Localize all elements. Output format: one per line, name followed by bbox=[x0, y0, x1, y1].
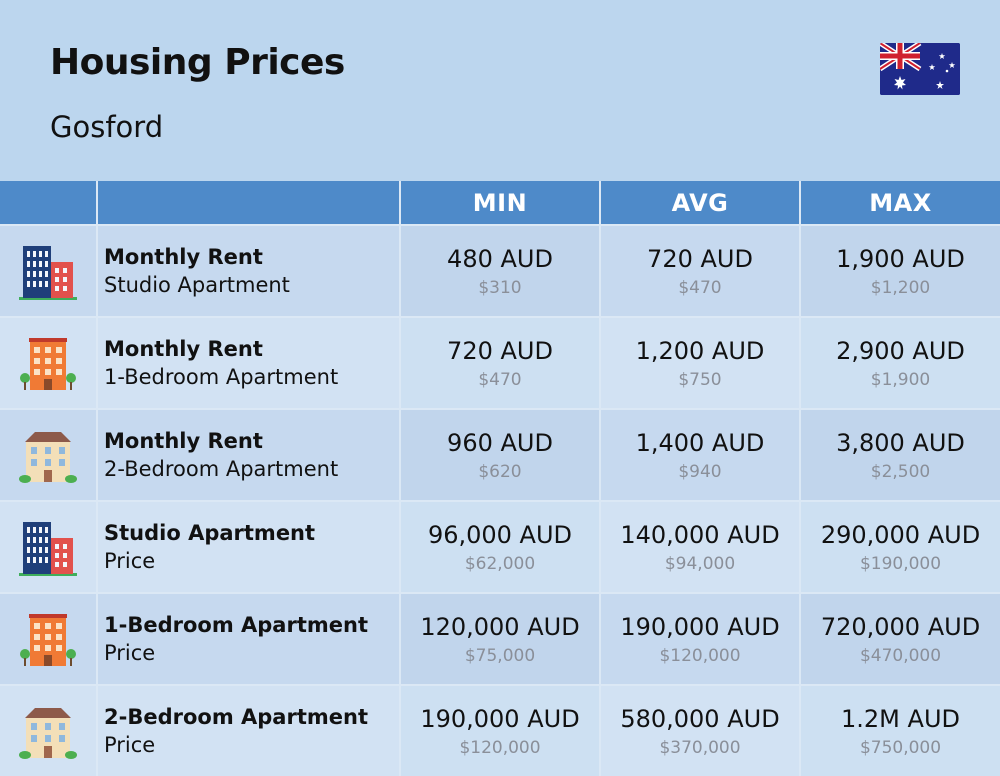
row-label-cell: Monthly Rent 1-Bedroom Apartment bbox=[98, 318, 401, 410]
max-price-usd: $190,000 bbox=[859, 554, 942, 574]
max-price-aud: 1,900 AUD bbox=[836, 245, 965, 273]
table-row: Monthly Rent 1-Bedroom Apartment 720 AUD $4… bbox=[0, 318, 1000, 410]
row-label: Studio Apartment bbox=[104, 521, 316, 545]
header: Housing Prices Gosford bbox=[0, 0, 1000, 180]
city-name: Gosford bbox=[50, 110, 164, 144]
orange-apartment-building-icon bbox=[0, 594, 98, 686]
min-value-cell: 480 AUD $310 bbox=[401, 226, 601, 318]
min-price-aud: 480 AUD bbox=[447, 245, 553, 273]
max-value-cell: 1,900 AUD $1,200 bbox=[801, 226, 1000, 318]
min-price-aud: 120,000 AUD bbox=[420, 613, 580, 641]
min-value-cell: 960 AUD $620 bbox=[401, 410, 601, 502]
header-label-cell bbox=[98, 181, 401, 226]
avg-price-aud: 1,400 AUD bbox=[635, 429, 765, 457]
max-value-cell: 720,000 AUD $470,000 bbox=[801, 594, 1000, 686]
max-price-aud: 2,900 AUD bbox=[836, 337, 965, 365]
row-label: Monthly Rent bbox=[104, 429, 263, 453]
australia-flag-icon bbox=[880, 43, 960, 95]
table-row: Monthly Rent 2-Bedroom Apartment 960 AUD $6… bbox=[0, 410, 1000, 502]
column-header-max: MAX bbox=[801, 181, 1000, 226]
avg-price-aud: 1,200 AUD bbox=[635, 337, 765, 365]
orange-apartment-building-icon bbox=[0, 318, 98, 410]
avg-value-cell: 1,200 AUD $750 bbox=[601, 318, 801, 410]
max-value-cell: 1.2M AUD $750,000 bbox=[801, 686, 1000, 776]
column-header-avg: AVG bbox=[601, 181, 801, 226]
table-header-row: MIN AVG MAX bbox=[0, 181, 1000, 226]
avg-value-cell: 580,000 AUD $370,000 bbox=[601, 686, 801, 776]
avg-price-usd: $370,000 bbox=[659, 738, 741, 758]
row-label: 2-Bedroom Apartment bbox=[104, 705, 368, 729]
avg-price-aud: 720 AUD bbox=[647, 245, 753, 273]
row-sublabel: 2-Bedroom Apartment bbox=[104, 457, 339, 481]
avg-value-cell: 190,000 AUD $120,000 bbox=[601, 594, 801, 686]
min-price-usd: $62,000 bbox=[464, 554, 536, 574]
min-price-aud: 190,000 AUD bbox=[420, 705, 580, 733]
row-label-cell: Monthly Rent 2-Bedroom Apartment bbox=[98, 410, 401, 502]
min-value-cell: 190,000 AUD $120,000 bbox=[401, 686, 601, 776]
avg-price-usd: $470 bbox=[678, 278, 722, 298]
row-sublabel: Price bbox=[104, 549, 156, 573]
row-sublabel: Studio Apartment bbox=[104, 273, 290, 297]
max-value-cell: 2,900 AUD $1,900 bbox=[801, 318, 1000, 410]
blue-highrise-building-icon bbox=[0, 502, 98, 594]
blue-highrise-building-icon bbox=[0, 226, 98, 318]
min-value-cell: 720 AUD $470 bbox=[401, 318, 601, 410]
avg-price-aud: 580,000 AUD bbox=[620, 705, 780, 733]
row-sublabel: Price bbox=[104, 641, 156, 665]
max-price-usd: $2,500 bbox=[870, 462, 931, 482]
avg-value-cell: 720 AUD $470 bbox=[601, 226, 801, 318]
min-value-cell: 120,000 AUD $75,000 bbox=[401, 594, 601, 686]
max-price-usd: $1,200 bbox=[870, 278, 931, 298]
min-price-usd: $620 bbox=[478, 462, 522, 482]
row-label: 1-Bedroom Apartment bbox=[104, 613, 368, 637]
page-title: Housing Prices bbox=[50, 42, 345, 83]
avg-value-cell: 140,000 AUD $94,000 bbox=[601, 502, 801, 594]
max-price-aud: 720,000 AUD bbox=[820, 613, 981, 641]
avg-price-usd: $94,000 bbox=[664, 554, 736, 574]
row-label: Monthly Rent bbox=[104, 245, 263, 269]
max-value-cell: 290,000 AUD $190,000 bbox=[801, 502, 1000, 594]
avg-price-aud: 190,000 AUD bbox=[620, 613, 780, 641]
avg-price-usd: $750 bbox=[678, 370, 722, 390]
avg-value-cell: 1,400 AUD $940 bbox=[601, 410, 801, 502]
min-price-aud: 960 AUD bbox=[447, 429, 553, 457]
beige-house-building-icon bbox=[0, 410, 98, 502]
header-icon-cell bbox=[0, 181, 98, 226]
avg-price-usd: $940 bbox=[678, 462, 722, 482]
min-price-usd: $75,000 bbox=[464, 646, 536, 666]
max-price-usd: $470,000 bbox=[859, 646, 942, 666]
row-sublabel: 1-Bedroom Apartment bbox=[104, 365, 339, 389]
max-price-usd: $750,000 bbox=[859, 738, 942, 758]
max-price-aud: 1.2M AUD bbox=[841, 705, 960, 733]
min-price-aud: 720 AUD bbox=[447, 337, 553, 365]
max-value-cell: 3,800 AUD $2,500 bbox=[801, 410, 1000, 502]
min-price-aud: 96,000 AUD bbox=[427, 521, 573, 549]
beige-house-building-icon bbox=[0, 686, 98, 776]
column-header-min: MIN bbox=[401, 181, 601, 226]
min-price-usd: $310 bbox=[478, 278, 522, 298]
min-value-cell: 96,000 AUD $62,000 bbox=[401, 502, 601, 594]
max-price-aud: 3,800 AUD bbox=[836, 429, 965, 457]
max-price-usd: $1,900 bbox=[870, 370, 931, 390]
avg-price-aud: 140,000 AUD bbox=[620, 521, 780, 549]
row-sublabel: Price bbox=[104, 733, 156, 757]
avg-price-usd: $120,000 bbox=[659, 646, 741, 666]
min-price-usd: $470 bbox=[478, 370, 522, 390]
max-price-aud: 290,000 AUD bbox=[820, 521, 981, 549]
min-price-usd: $120,000 bbox=[459, 738, 541, 758]
row-label: Monthly Rent bbox=[104, 337, 263, 361]
